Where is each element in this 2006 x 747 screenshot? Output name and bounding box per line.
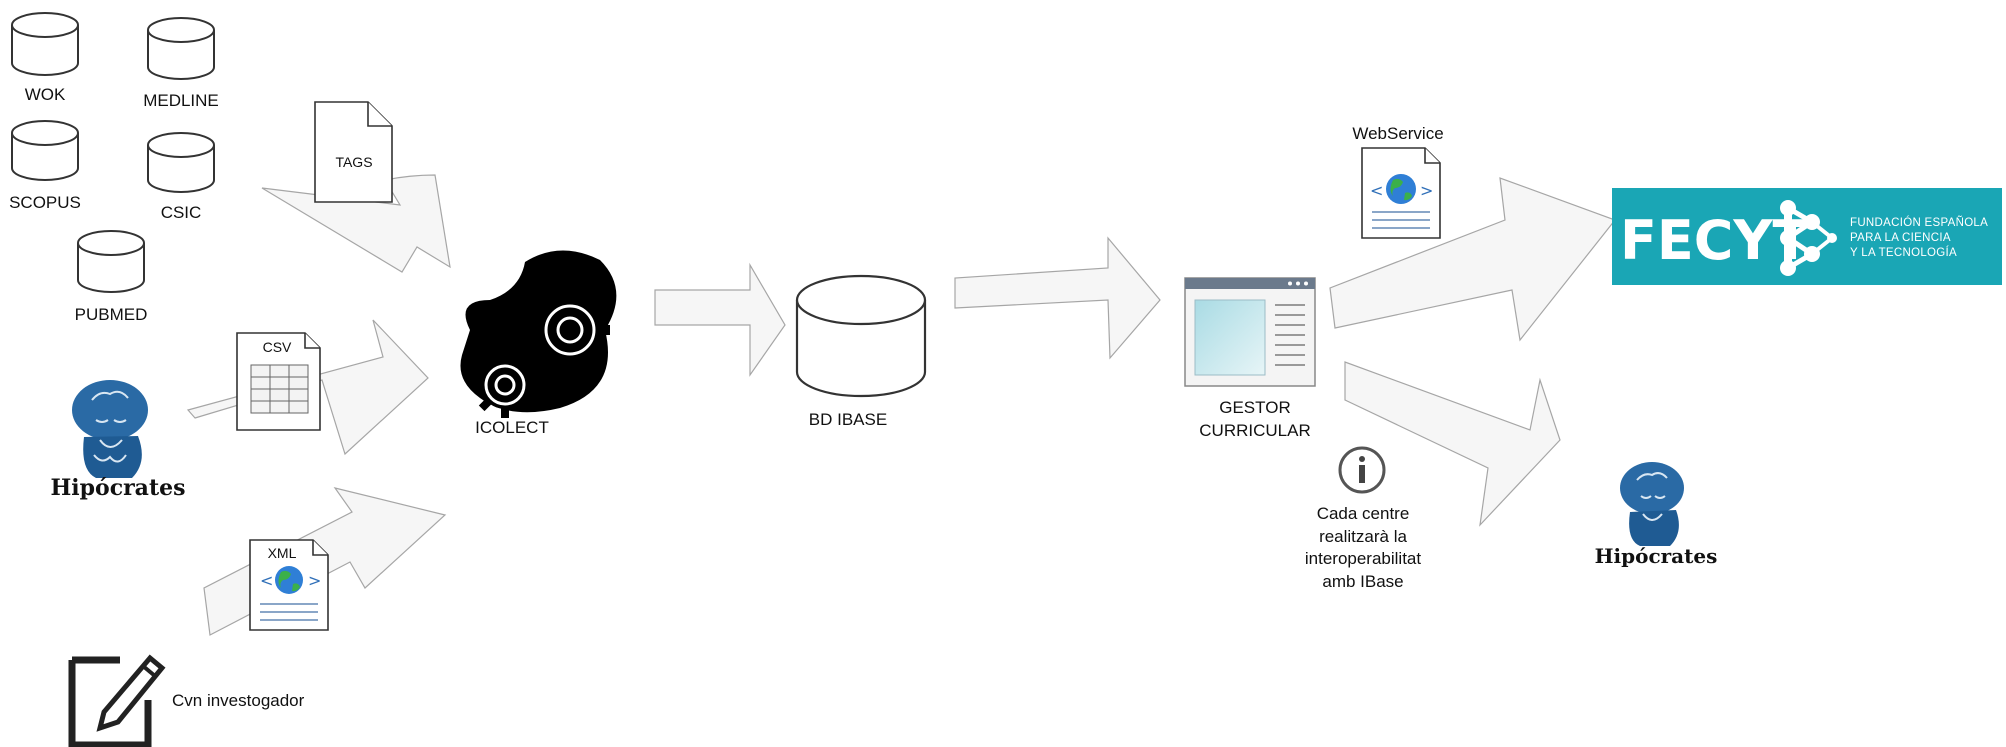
- database-medline: MEDLINE: [143, 17, 219, 110]
- hipocrates-wordmark: Hipócrates: [51, 475, 186, 501]
- info-icon: [1338, 446, 1386, 494]
- gestor-curricular-node: GESTOR CURRICULAR: [1184, 277, 1316, 440]
- fecyt-tagline-3: Y LA TECNOLOGÍA: [1850, 246, 1957, 259]
- arrow-ibase-to-gestor: [954, 236, 1161, 360]
- xml-label: XML: [268, 545, 297, 561]
- database-csic: CSIC: [147, 132, 215, 222]
- xml-document: XML < >: [249, 539, 329, 631]
- arrow-gestor-to-hipocrates: [1344, 361, 1561, 527]
- edit-document-icon: [68, 654, 166, 747]
- database-label: WOK: [25, 85, 66, 104]
- database-wok: WOK: [11, 12, 79, 104]
- svg-text:<: <: [1370, 181, 1383, 200]
- app-window-icon: [1184, 277, 1316, 387]
- globe-code-icon: < >: [260, 566, 321, 621]
- hipocrates-wordmark: Hipócrates: [1595, 544, 1718, 568]
- fecyt-wordmark: FECYT: [1620, 209, 1810, 272]
- fecyt-logo: FECYT FUNDACIÓN ESPAÑOLA PARA LA CIENCIA…: [1612, 188, 2002, 285]
- database-scopus: SCOPUS: [9, 120, 81, 212]
- info-note: Cada centre realitzarà la interoperabili…: [1305, 446, 1422, 591]
- hipocrates-logo-right: Hipócrates: [1595, 462, 1718, 568]
- gears-icon: [460, 250, 617, 418]
- tags-label: TAGS: [335, 154, 372, 170]
- webservice-node: WebService < >: [1352, 124, 1444, 239]
- hipocrates-logo-left: Hipócrates: [51, 380, 186, 501]
- fecyt-molecule-icon: [1780, 200, 1837, 276]
- bd-ibase-label: BD IBASE: [809, 410, 887, 429]
- fecyt-banner: [1612, 188, 2002, 285]
- bd-ibase-node: BD IBASE: [795, 274, 927, 429]
- database-label: PUBMED: [75, 305, 148, 324]
- info-line: realitzarà la: [1319, 527, 1407, 546]
- svg-text:>: >: [1420, 181, 1433, 200]
- database-label: CSIC: [161, 203, 202, 222]
- webservice-document-icon: < >: [1361, 147, 1441, 239]
- database-label: MEDLINE: [143, 91, 219, 110]
- table-icon: [250, 364, 309, 414]
- arrow-csv-to-icolect: [186, 319, 429, 456]
- cvn-label: Cvn investogador: [172, 691, 305, 710]
- icolect-node: ICOLECT: [460, 250, 617, 437]
- info-line: interoperabilitat: [1305, 549, 1422, 568]
- database-icon: [795, 274, 927, 398]
- cvn-investigator: Cvn investogador: [68, 654, 305, 747]
- tags-document: TAGS: [314, 101, 393, 203]
- info-line: amb IBase: [1322, 572, 1403, 591]
- hipocrates-bust-icon: [1620, 462, 1684, 546]
- icolect-label: ICOLECT: [475, 418, 549, 437]
- database-label: SCOPUS: [9, 193, 81, 212]
- fecyt-tagline-2: PARA LA CIENCIA: [1850, 232, 1951, 244]
- csv-document: CSV: [236, 332, 321, 431]
- csv-label: CSV: [263, 339, 292, 355]
- webservice-label: WebService: [1352, 124, 1443, 143]
- gestor-label-line2: CURRICULAR: [1199, 421, 1310, 440]
- hipocrates-bust-icon: [72, 380, 148, 478]
- svg-text:>: >: [308, 571, 321, 590]
- fecyt-tagline-1: FUNDACIÓN ESPAÑOLA: [1850, 216, 1988, 229]
- gestor-label-line1: GESTOR: [1219, 398, 1290, 417]
- database-pubmed: PUBMED: [75, 230, 148, 324]
- svg-text:<: <: [260, 571, 273, 590]
- arrow-icolect-to-ibase: [654, 262, 786, 377]
- arrow-gestor-to-fecyt: [1329, 177, 1616, 342]
- info-line: Cada centre: [1317, 504, 1410, 523]
